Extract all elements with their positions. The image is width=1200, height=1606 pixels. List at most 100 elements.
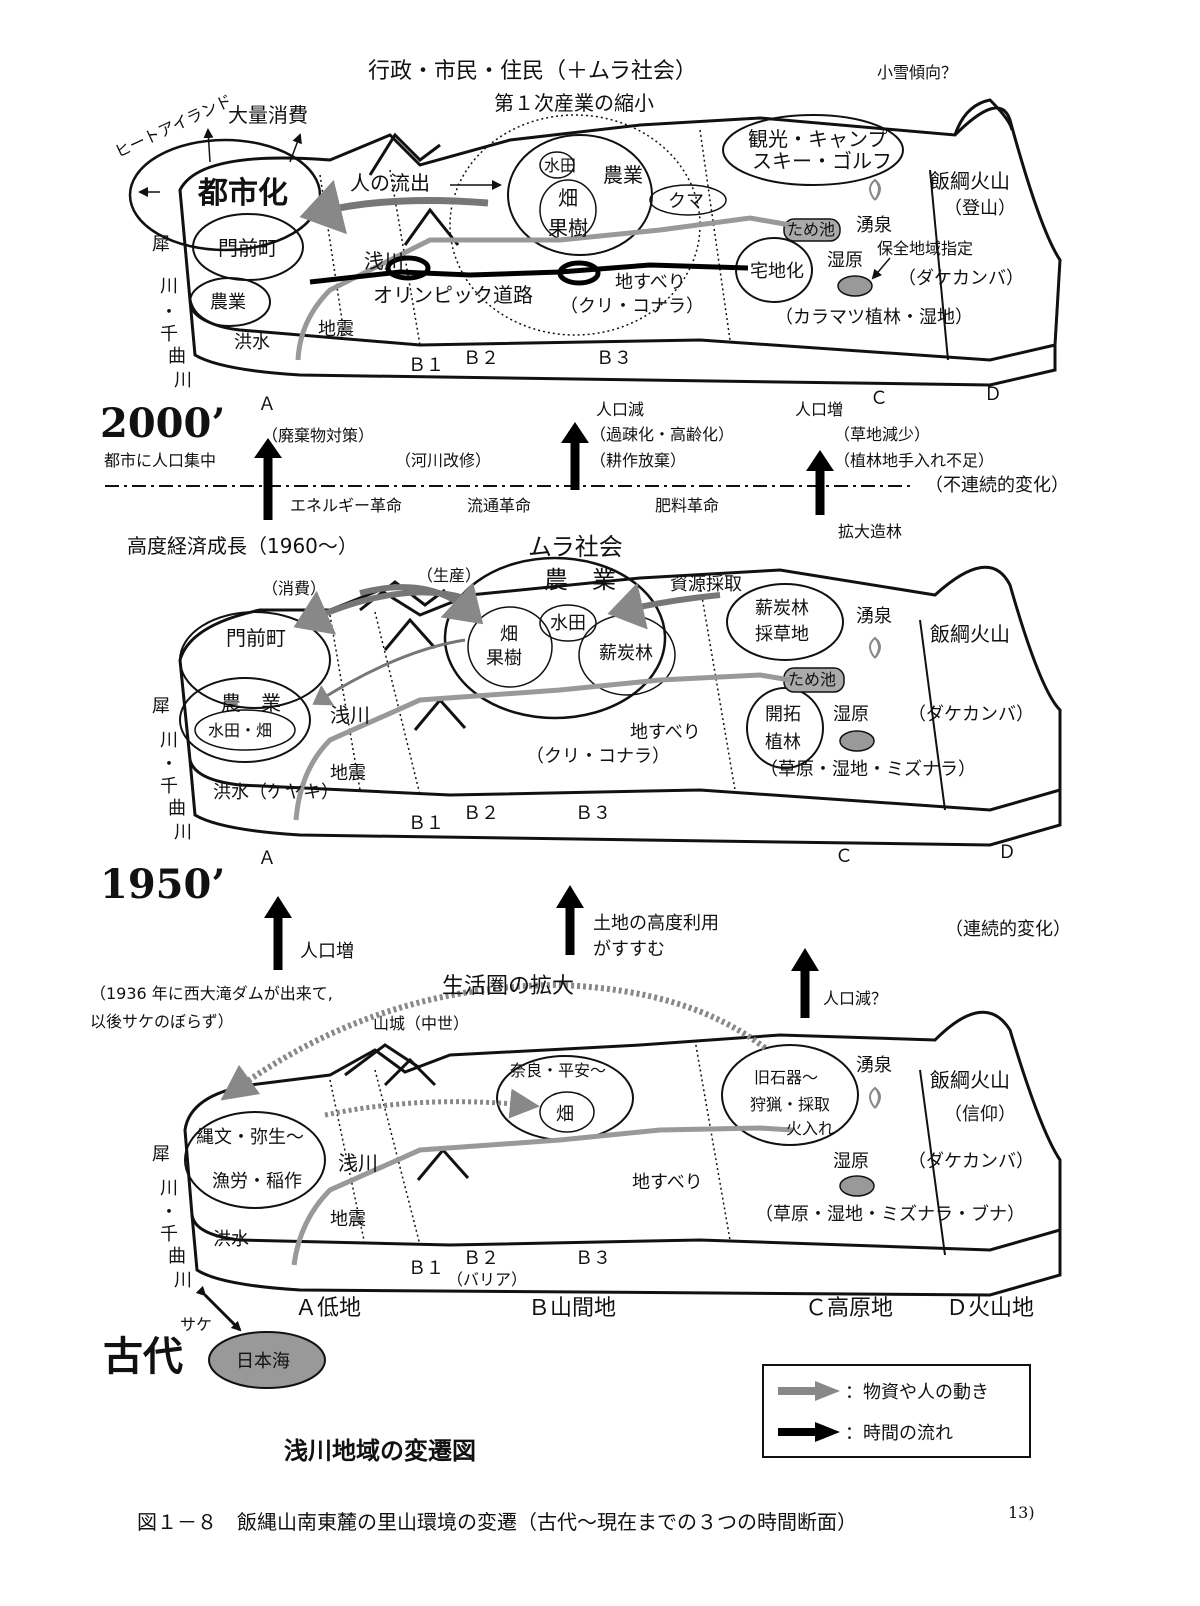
legend-black-arrow-head xyxy=(815,1422,840,1442)
time-arrow-upper-2-head xyxy=(561,422,589,443)
c-2000: Ｃ xyxy=(870,388,888,409)
field-label-2000: 畑 xyxy=(558,186,578,210)
pop-down-label-lower: 人口減？ xyxy=(823,989,887,1008)
chevron-ancient-a xyxy=(383,1057,437,1087)
birch-label-ancient: （ダケカンバ） xyxy=(908,1151,1034,1172)
flood-label-ancient: 洪水 xyxy=(213,1229,249,1250)
a-2000: Ａ xyxy=(258,394,276,415)
housing-label: 宅地化 xyxy=(750,261,804,282)
produce-label: （生産） xyxy=(417,566,481,585)
figure-title: 浅川地域の変遷図 xyxy=(284,1437,476,1465)
meadow-label: 採草地 xyxy=(755,624,809,645)
paddy-label-1950: 水田 xyxy=(550,613,586,634)
quake-label-2000: 地震 xyxy=(318,319,354,340)
climb-label: （登山） xyxy=(944,198,1016,219)
outflow-label: 人の流出 xyxy=(350,171,430,195)
river-char-ancient-1: 川 xyxy=(160,1178,178,1199)
river-char-ancient-2: ・ xyxy=(160,1202,178,1223)
life-expand-arrow xyxy=(220,981,767,1101)
dotted-boundary-2000-3 xyxy=(699,129,731,341)
gray-arrow-2000 xyxy=(299,179,489,235)
larch-label: （カラマツ植林・湿地） xyxy=(775,307,973,328)
d-2000: Ｄ xyxy=(984,384,1002,405)
snow-label: 小雪傾向？ xyxy=(877,63,957,82)
spring-icon-ancient xyxy=(869,1086,881,1109)
mountain-ridge-2000 xyxy=(368,132,441,176)
river-char-1950-3: 千 xyxy=(160,776,178,797)
spring-label-ancient: 湧泉 xyxy=(856,1055,892,1076)
paddy-ellipse-1950 xyxy=(539,604,597,642)
distribution-label: 流通革命 xyxy=(467,496,531,515)
dotted-boundary-ancient-1 xyxy=(329,1079,366,1246)
depop-label: （過疎化・高齢化） xyxy=(590,425,734,444)
olympic-road-label: オリンピック道路 xyxy=(373,283,533,307)
monzen-ellipse-1950 xyxy=(179,611,331,709)
chestnut-label-1950: （クリ・コナラ） xyxy=(526,746,670,767)
paddyfield-ellipse-1950 xyxy=(194,709,296,751)
agri-label-2000: 農業 xyxy=(603,163,643,187)
wetland-label-2000: 湿原 xyxy=(827,250,863,271)
land-use-label-1: 土地の高度利用 xyxy=(593,913,719,934)
reclaim-label: 開拓 xyxy=(765,704,801,725)
energy-label: エネルギー革命 xyxy=(290,496,402,515)
river-char-1950-5: 川 xyxy=(174,822,192,843)
fishing-label: 漁労・稲作 xyxy=(212,1171,302,1192)
time-arrow-lower-1-head xyxy=(264,896,292,918)
wetland-2000 xyxy=(837,275,873,297)
river-char-1950-0: 犀 xyxy=(152,696,170,717)
road-loop-2 xyxy=(557,260,601,286)
chevron-ancient-b xyxy=(416,1147,470,1181)
birch-label-2000: （ダケカンバ） xyxy=(898,268,1024,289)
tourism-label-2: スキー・ゴルフ xyxy=(752,149,892,173)
fertilizer-label: 肥料革命 xyxy=(655,496,719,515)
dam-label-2: 以後サケのぼらず） xyxy=(90,1012,234,1031)
grass-down-label: （草地減少） xyxy=(834,425,930,444)
paddy-label-2000: 水田 xyxy=(544,156,576,175)
labels-transition-lower: 人口増 土地の高度利用 がすすむ （連続的変化） （1936 年に西大滝ダムが出… xyxy=(90,913,1071,1031)
caption-ref: 13) xyxy=(1008,1503,1035,1522)
quake-label-1950: 地震 xyxy=(330,763,366,784)
b3-1950: Ｂ３ xyxy=(575,803,611,824)
agri-low-label-2000: 農業 xyxy=(210,292,246,313)
labels-ancient: 生活圏の拡大 山城（中世） 奈良・平安～ 畑 旧石器～ 狩猟・採取 火入れ 湧泉… xyxy=(103,974,1034,1380)
field-ellipse-ancient xyxy=(539,1091,595,1133)
discontinuous-label: （不連続的変化） xyxy=(925,475,1069,496)
gray-arrow-resource xyxy=(607,582,721,630)
flood-label-2000: 洪水 xyxy=(234,332,270,353)
volcano-label-ancient: 飯綱火山 xyxy=(930,1068,1010,1092)
chevron-1950-b xyxy=(413,697,467,731)
heat-island-label: ヒートアイランド xyxy=(112,91,235,162)
labels-meta: ：物資や人の動き ：時間の流れ 浅川地域の変遷図 図１－８ 飯縄山南東麓の里山環… xyxy=(137,1382,1035,1534)
d-1950: Ｄ xyxy=(998,842,1016,863)
spring-icon-2000 xyxy=(869,178,881,201)
charcoal-label-1950: 薪炭林 xyxy=(599,643,653,664)
agri-label-1950: 農 業 xyxy=(544,566,616,594)
wetland-label-1950: 湿原 xyxy=(833,704,869,725)
legend-black-label: ：時間の流れ xyxy=(845,1423,953,1444)
chevron-1950-a xyxy=(383,617,437,651)
village-ellipse xyxy=(443,556,667,720)
thin-arrow-heat xyxy=(203,128,214,163)
gray-arrow-produce xyxy=(359,582,484,625)
land-use-label-2: がすすむ xyxy=(593,939,665,960)
abandon-label: （耕作放棄） xyxy=(590,451,686,470)
plant-label: 植林 xyxy=(765,732,801,753)
b2-1950: Ｂ２ xyxy=(463,803,499,824)
paddy-field-label: 水田・畑 xyxy=(208,721,272,740)
dam-label-1: （1936 年に西大滝ダムが出来て, xyxy=(90,984,333,1003)
thin-arrow-mass xyxy=(289,133,302,163)
river-char-2000-4: 曲 xyxy=(168,346,186,367)
nara-label: 奈良・平安～ xyxy=(510,1061,606,1080)
b2-ancient: Ｂ２ xyxy=(463,1248,499,1269)
landslide-label-1950: 地すべり xyxy=(630,722,701,743)
protected-label: 保全地域指定 xyxy=(877,239,973,258)
spring-label-2000: 湧泉 xyxy=(856,215,892,236)
paddy-ellipse-2000 xyxy=(539,151,575,179)
orchard-label-2000: 果樹 xyxy=(548,216,588,240)
river-char-ancient-4: 曲 xyxy=(168,1246,186,1267)
castle-label: 山城（中世） xyxy=(373,1014,469,1033)
agri-ellipse-2000 xyxy=(189,277,271,327)
terrain-base-2000 xyxy=(188,299,1057,387)
